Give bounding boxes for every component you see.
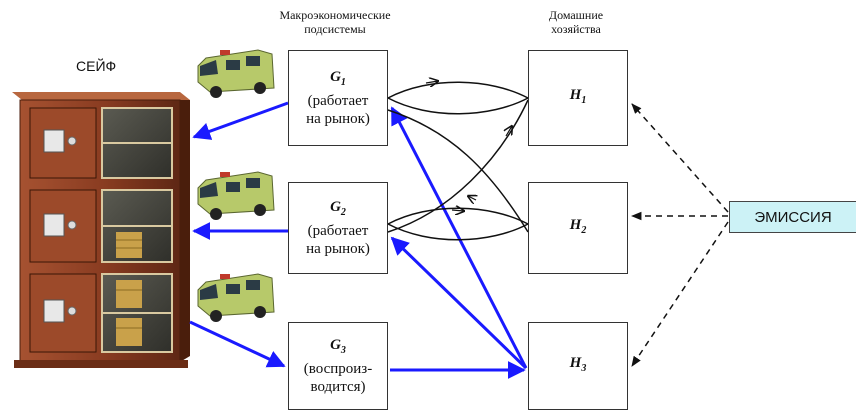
header-subsystems: Макроэкономические подсистемы: [255, 8, 415, 36]
g3-box: G3 (воспроиз- водится): [288, 322, 388, 410]
emission-label: ЭМИССИЯ: [754, 208, 832, 226]
g2-line1: (работает: [307, 223, 369, 239]
flow-g1-to-safe: [192, 101, 289, 140]
header-subsystems-line1: Макроэкономические: [279, 8, 391, 22]
loop-g1-h1-top: [387, 81, 529, 99]
g1-line2: на рынок): [306, 111, 370, 127]
g2-line2: на рынок): [306, 241, 370, 257]
loop-g2-h2-bottom: [387, 223, 529, 241]
cross-g1-h2: [387, 109, 529, 233]
h3-name: H3: [569, 355, 587, 374]
emission-to-h1: [631, 103, 729, 213]
h2-box: H2: [528, 182, 628, 274]
g1-name: G1: [330, 69, 346, 88]
emission-to-h3: [631, 221, 729, 367]
emission-box: ЭМИССИЯ: [729, 201, 856, 233]
g1-box: G1 (работает на рынок): [288, 50, 388, 146]
header-households-line1: Домашние: [548, 8, 604, 22]
flow-h3-to-g2: [390, 236, 528, 370]
collector-van-icon: [197, 171, 275, 220]
header-subsystems-line2: подсистемы: [304, 22, 366, 36]
flow-h3-to-g1: [390, 106, 528, 369]
g3-line1: (воспроиз-: [303, 361, 373, 377]
collector-van-icon: [197, 49, 275, 98]
h1-box: H1: [528, 50, 628, 146]
flow-safe-to-g3: [189, 320, 286, 368]
header-households-line2: хозяйства: [551, 22, 601, 36]
g2-box: G2 (работает на рынок): [288, 182, 388, 274]
g3-line2: водится): [310, 379, 366, 395]
g3-name: G3: [330, 337, 346, 356]
cross-g2-h1: [387, 99, 529, 233]
g2-name: G2: [330, 199, 346, 218]
header-households: Домашние хозяйства: [526, 8, 626, 36]
h2-name: H2: [569, 217, 587, 236]
safe-compartment-top: [29, 107, 173, 179]
loop-g1-h1-bottom: [387, 97, 529, 115]
collector-van-icon: [197, 273, 275, 322]
safe-compartment-bottom: [29, 273, 173, 353]
h1-name: H1: [569, 87, 587, 106]
safe-title: СЕЙФ: [76, 58, 117, 74]
g1-line1: (работает: [307, 93, 369, 109]
safe-compartment-middle: [29, 189, 173, 263]
h3-box: H3: [528, 322, 628, 410]
